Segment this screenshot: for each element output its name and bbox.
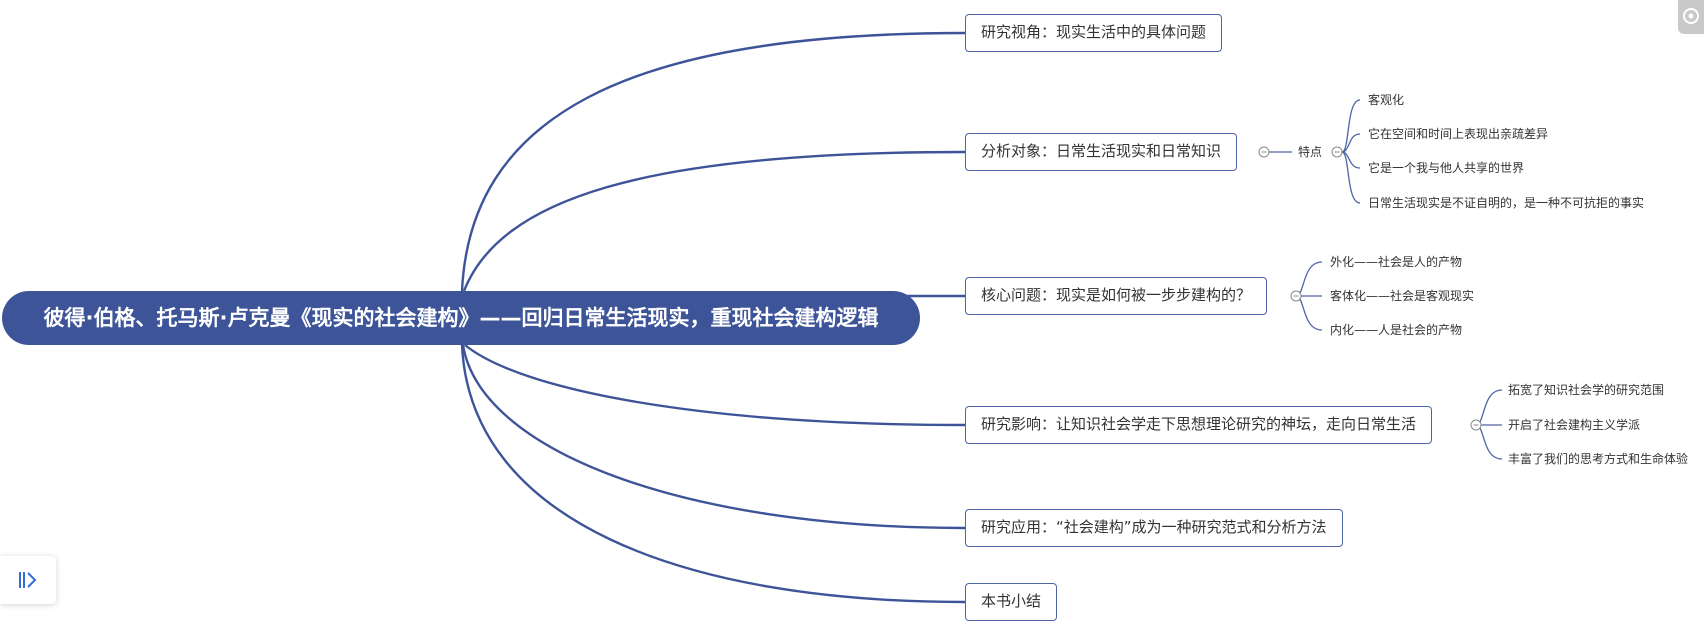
branch-line-impact xyxy=(464,344,966,427)
eye-icon xyxy=(1683,8,1699,24)
subtopic-impact-item[interactable]: 拓宽了知识社会学的研究范围 xyxy=(1508,383,1665,397)
subtopic-features[interactable]: 特点 xyxy=(1298,145,1323,159)
branch-line-perspective xyxy=(460,31,966,292)
subtopic-feature-item[interactable]: 客观化 xyxy=(1368,93,1405,107)
subtopic-feature-item[interactable]: 它在空间和时间上表现出亲疏差异 xyxy=(1368,127,1549,141)
subtopic-core-item[interactable]: 外化——社会是人的产物 xyxy=(1330,255,1463,269)
sidebar-expand-icon[interactable] xyxy=(16,568,40,592)
collapse-toggle-analysis-object[interactable] xyxy=(1258,146,1270,158)
connector-impact-0 xyxy=(1475,389,1503,426)
subtopic-impact-item[interactable]: 丰富了我们的思考方式和生命体验 xyxy=(1508,452,1689,466)
topic-analysis-object[interactable]: 分析对象：日常生活现实和日常知识 xyxy=(965,133,1238,171)
connector-features-0 xyxy=(1341,99,1361,153)
sidebar-toggle-panel[interactable] xyxy=(0,556,56,604)
branch-line-object xyxy=(462,150,966,292)
connector-core-0 xyxy=(1295,261,1323,297)
subtopic-impact-item[interactable]: 开启了社会建构主义学派 xyxy=(1508,418,1641,432)
collapse-toggle-research-impact[interactable] xyxy=(1470,419,1482,431)
topic-research-impact[interactable]: 研究影响：让知识社会学走下思想理论研究的神坛，走向日常生活 xyxy=(965,406,1433,444)
connector-core-2 xyxy=(1295,295,1323,331)
subtopic-core-item[interactable]: 客体化——社会是客观现实 xyxy=(1330,289,1475,303)
collapse-toggle-core-question[interactable] xyxy=(1290,290,1302,302)
connector-features-3 xyxy=(1341,151,1361,204)
topic-research-application[interactable]: 研究应用：“社会建构”成为一种研究范式和分析方法 xyxy=(965,509,1343,547)
subtopic-feature-item[interactable]: 它是一个我与他人共享的世界 xyxy=(1368,161,1525,175)
branch-line-application xyxy=(461,344,966,530)
subtopic-feature-item[interactable]: 日常生活现实是不证自明的，是一种不可抗拒的事实 xyxy=(1368,196,1645,210)
topic-research-perspective[interactable]: 研究视角：现实生活中的具体问题 xyxy=(965,14,1223,52)
collapse-toggle-features[interactable] xyxy=(1331,146,1343,158)
topic-core-question[interactable]: 核心问题：现实是如何被一步步建构的？ xyxy=(965,277,1268,315)
topic-book-summary[interactable]: 本书小结 xyxy=(965,583,1058,621)
central-topic[interactable]: 彼得·伯格、托马斯·卢克曼《现实的社会建构》——回归日常生活现实，重现社会建构逻… xyxy=(2,291,920,345)
connector-impact-2 xyxy=(1475,424,1503,460)
corner-button[interactable] xyxy=(1678,0,1704,34)
subtopic-core-item[interactable]: 内化——人是社会的产物 xyxy=(1330,323,1463,337)
connector-features-1 xyxy=(1341,133,1361,153)
branch-line-summary xyxy=(460,344,966,604)
